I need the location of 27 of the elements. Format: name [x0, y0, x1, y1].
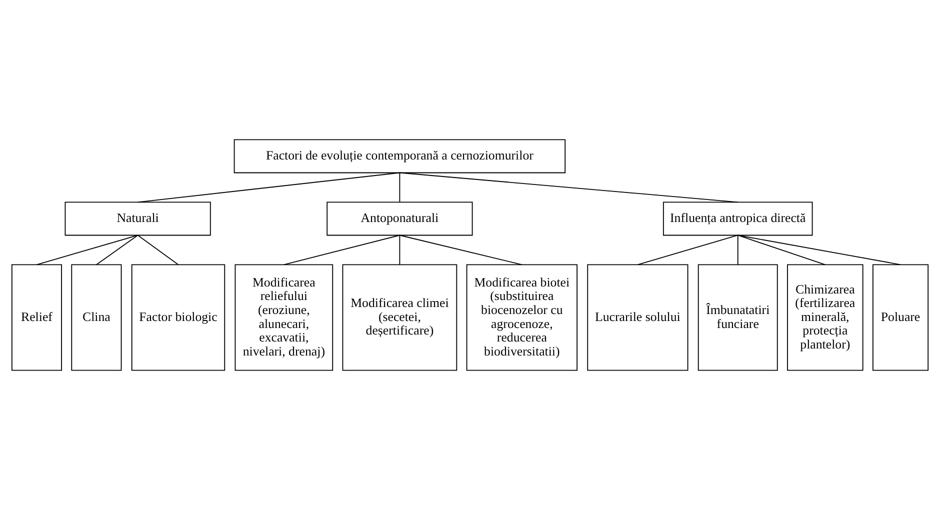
connector	[399, 234, 400, 265]
connector	[399, 234, 522, 265]
connector	[737, 234, 826, 265]
connector	[283, 234, 400, 265]
node-box: Modificarea biotei (substituirea biocenozelor cu agrocenoze, reducerea biodiversitatii)	[466, 264, 578, 370]
node-box: Modificarea climei (secetei, deșertificare)	[342, 264, 458, 370]
node-box: Factor biologic	[131, 264, 226, 370]
node-box: Poluare	[872, 264, 929, 370]
node-box: Antoponaturali	[326, 201, 473, 236]
connector	[399, 172, 400, 202]
node-box: Influența antropica directă	[662, 201, 813, 236]
connector	[737, 234, 738, 265]
connector	[137, 172, 400, 202]
node-box: Relief	[11, 264, 62, 370]
connector	[137, 234, 179, 265]
connector	[96, 234, 138, 265]
node-box: Modificarea reliefului (eroziune, alunecari, excavatii, nivelari, drenaj)	[234, 264, 334, 370]
connector	[36, 234, 138, 265]
connector	[737, 234, 901, 265]
node-box: Clina	[71, 264, 122, 370]
node-box: Lucrarile solului	[587, 264, 688, 370]
connector	[399, 172, 738, 202]
node-box: Naturali	[64, 201, 211, 236]
node-box: Factori de evoluție contemporană a cernoziomurilor	[234, 138, 566, 173]
node-box: Chimizarea (fertilizarea minerală, protecția plantelor)	[787, 264, 864, 370]
connector	[637, 234, 738, 265]
node-box: Îmbunatatiri funciare	[698, 264, 778, 370]
